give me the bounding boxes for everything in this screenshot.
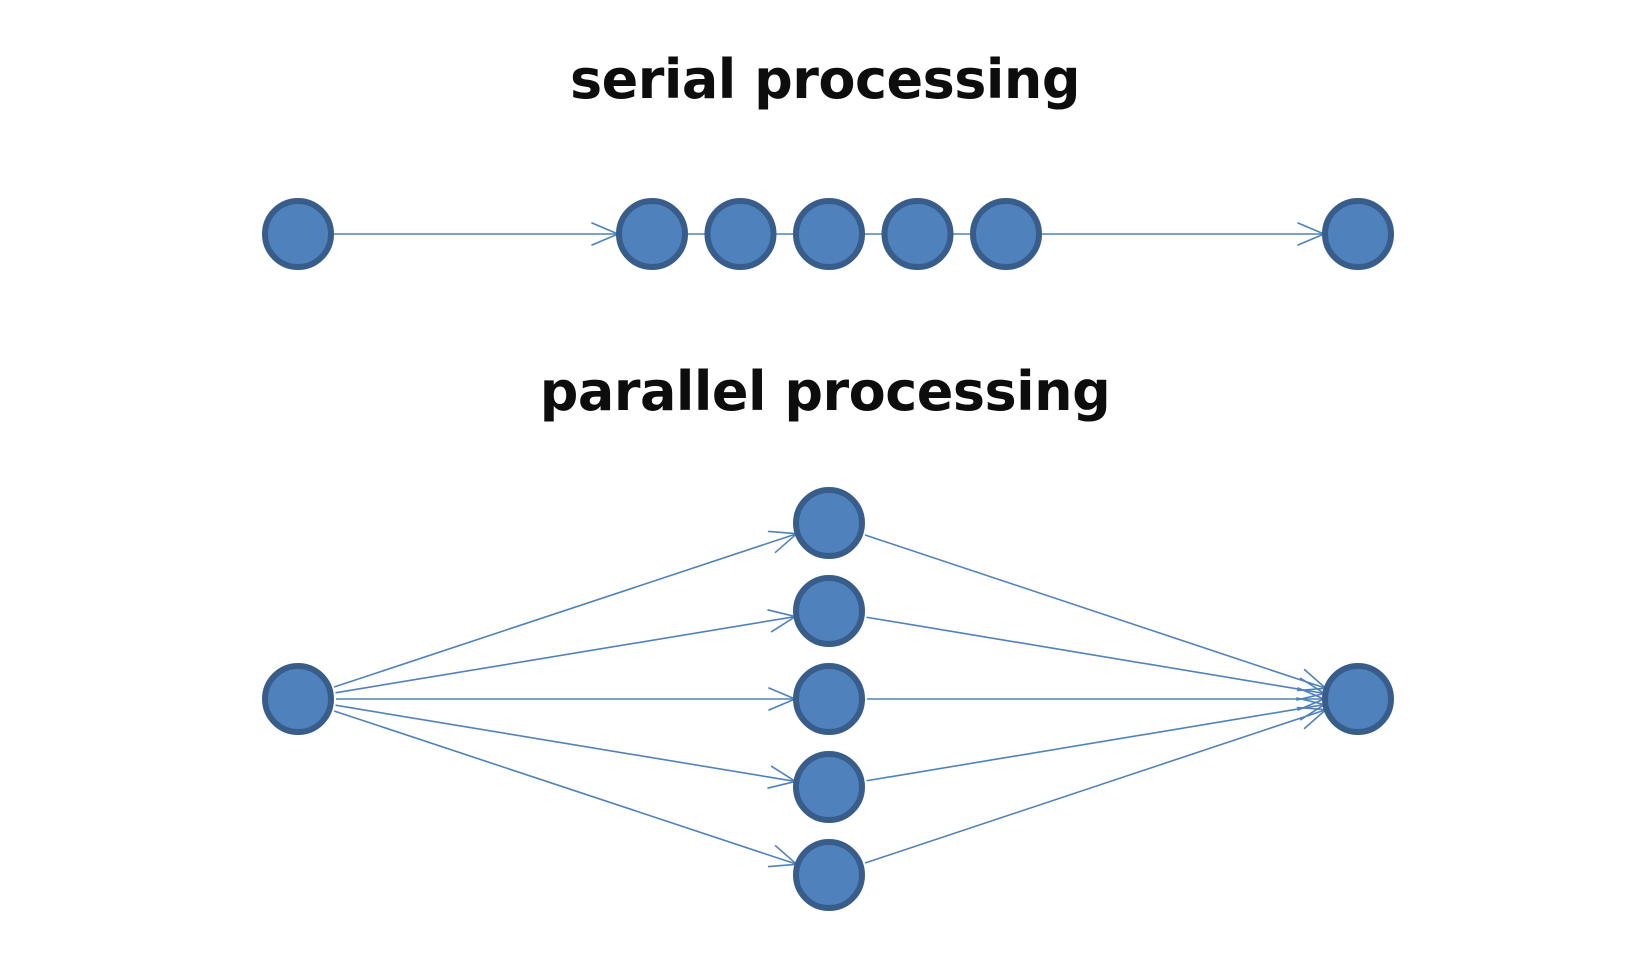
parallel-fanout-edge-4-line xyxy=(335,704,796,783)
serial-edge-out xyxy=(1040,222,1325,246)
parallel-fanin-edge-3 xyxy=(867,687,1325,711)
parallel-fanin-edge-5 xyxy=(864,706,1327,864)
serial-step-node-4 xyxy=(881,198,954,270)
serial-step-node-5 xyxy=(970,198,1042,270)
parallel-end-node xyxy=(1322,663,1394,735)
parallel-branch-node-2 xyxy=(793,575,865,647)
parallel-fanout-edge-5-line xyxy=(333,710,797,866)
parallel-section: parallel processing xyxy=(262,360,1394,911)
serial-section: serial processing xyxy=(262,48,1394,270)
parallel-nodes xyxy=(262,487,1394,911)
parallel-fanout-edge-1 xyxy=(333,530,798,688)
parallel-title: parallel processing xyxy=(540,360,1111,423)
serial-step-node-2 xyxy=(704,198,777,270)
parallel-fanin-edge-1 xyxy=(864,534,1327,692)
parallel-start-node xyxy=(262,663,334,735)
serial-step-node-1 xyxy=(616,198,688,270)
parallel-fanin-edge-2 xyxy=(866,616,1326,701)
serial-nodes xyxy=(262,198,1394,270)
parallel-branch-node-3 xyxy=(793,663,865,735)
parallel-fanin-edge-1-line xyxy=(864,534,1326,690)
parallel-fanout-edge-1-line xyxy=(333,532,797,688)
parallel-fanout-edge-4 xyxy=(335,704,797,789)
parallel-fanout-edge-2 xyxy=(335,609,797,694)
parallel-fanin-edge-4-line xyxy=(866,703,1325,782)
serial-step-node-3 xyxy=(793,198,865,270)
parallel-branch-node-1 xyxy=(793,487,865,559)
parallel-fanout-edge-2-line xyxy=(335,615,796,694)
serial-end-node xyxy=(1322,198,1394,270)
serial-edges xyxy=(332,222,1325,246)
serial-title: serial processing xyxy=(570,48,1080,111)
serial-start-node xyxy=(262,198,334,270)
parallel-fanin-edge-4 xyxy=(866,697,1326,782)
parallel-fanout-edge-3 xyxy=(336,687,796,711)
parallel-fanout-edge-5 xyxy=(333,710,798,868)
parallel-fanin-edge-2-line xyxy=(866,616,1325,695)
parallel-fanin-edge-5-line xyxy=(864,708,1326,864)
serial-edge-in xyxy=(332,222,619,246)
parallel-edges xyxy=(333,530,1327,868)
parallel-branch-node-5 xyxy=(793,839,865,911)
parallel-branch-node-4 xyxy=(793,751,865,823)
